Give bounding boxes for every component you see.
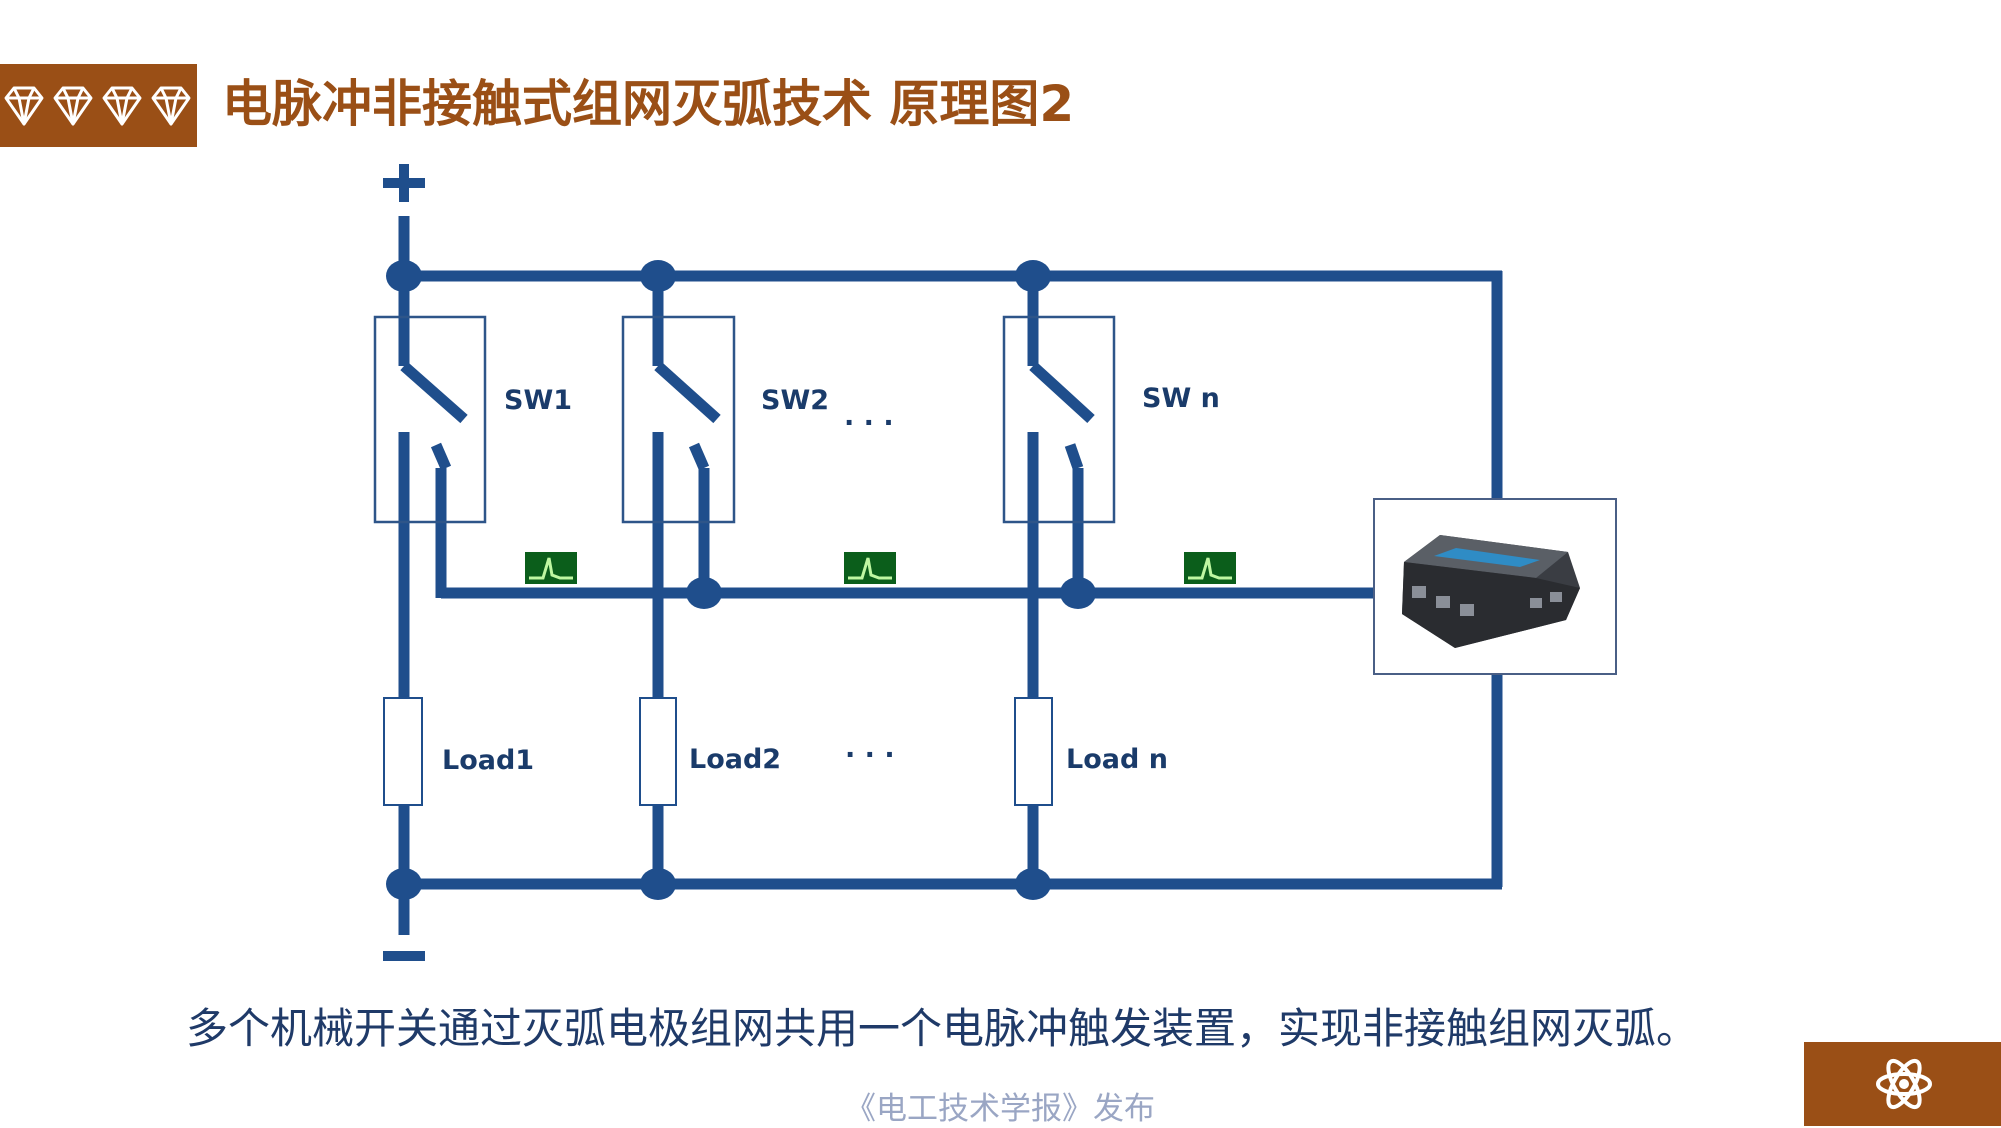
- pulse-trigger-device: [1373, 498, 1617, 675]
- pulse-waveform-icon: [1184, 552, 1236, 584]
- pulse-waveform-icon: [525, 552, 577, 584]
- load-label-1: Load1: [442, 745, 534, 776]
- junction-node: [686, 577, 722, 609]
- load-label-n: Load n: [1066, 744, 1168, 775]
- junction-node: [386, 868, 422, 900]
- junction-node: [1060, 577, 1096, 609]
- caption: 多个机械开关通过灭弧电极组网共用一个电脉冲触发装置，实现非接触组网灭弧。: [186, 1004, 1699, 1053]
- junction-node: [1015, 260, 1051, 292]
- source-note: 《电工技术学报》发布: [845, 1091, 1155, 1127]
- switch-label-1: SW1: [504, 385, 572, 416]
- load-resistor-n: [1014, 697, 1053, 806]
- header-badge: [0, 64, 197, 147]
- switch-label-2: SW2: [761, 385, 829, 416]
- load-resistor-1: [383, 697, 423, 806]
- load-resistor-2: [639, 697, 677, 806]
- junction-node: [386, 260, 422, 292]
- atom-icon: [1876, 1058, 1932, 1110]
- ellipsis-switches: · · ·: [844, 408, 894, 439]
- minus-symbol: [383, 951, 425, 961]
- junction-node: [640, 868, 676, 900]
- switch-box-n: [1002, 315, 1116, 524]
- switch-box-1: [373, 315, 487, 524]
- junction-node: [1015, 868, 1051, 900]
- junction-node: [640, 260, 676, 292]
- switch-label-n: SW n: [1142, 383, 1220, 414]
- pulse-waveform-icon: [844, 552, 896, 584]
- corner-badge: [1804, 1042, 2001, 1126]
- diamond-icons: [4, 86, 191, 126]
- ellipsis-loads: · · ·: [845, 740, 895, 771]
- page-title: 电脉冲非接触式组网灭弧技术 原理图2: [222, 75, 1075, 133]
- switch-box-2: [621, 315, 736, 524]
- load-label-2: Load2: [689, 744, 781, 775]
